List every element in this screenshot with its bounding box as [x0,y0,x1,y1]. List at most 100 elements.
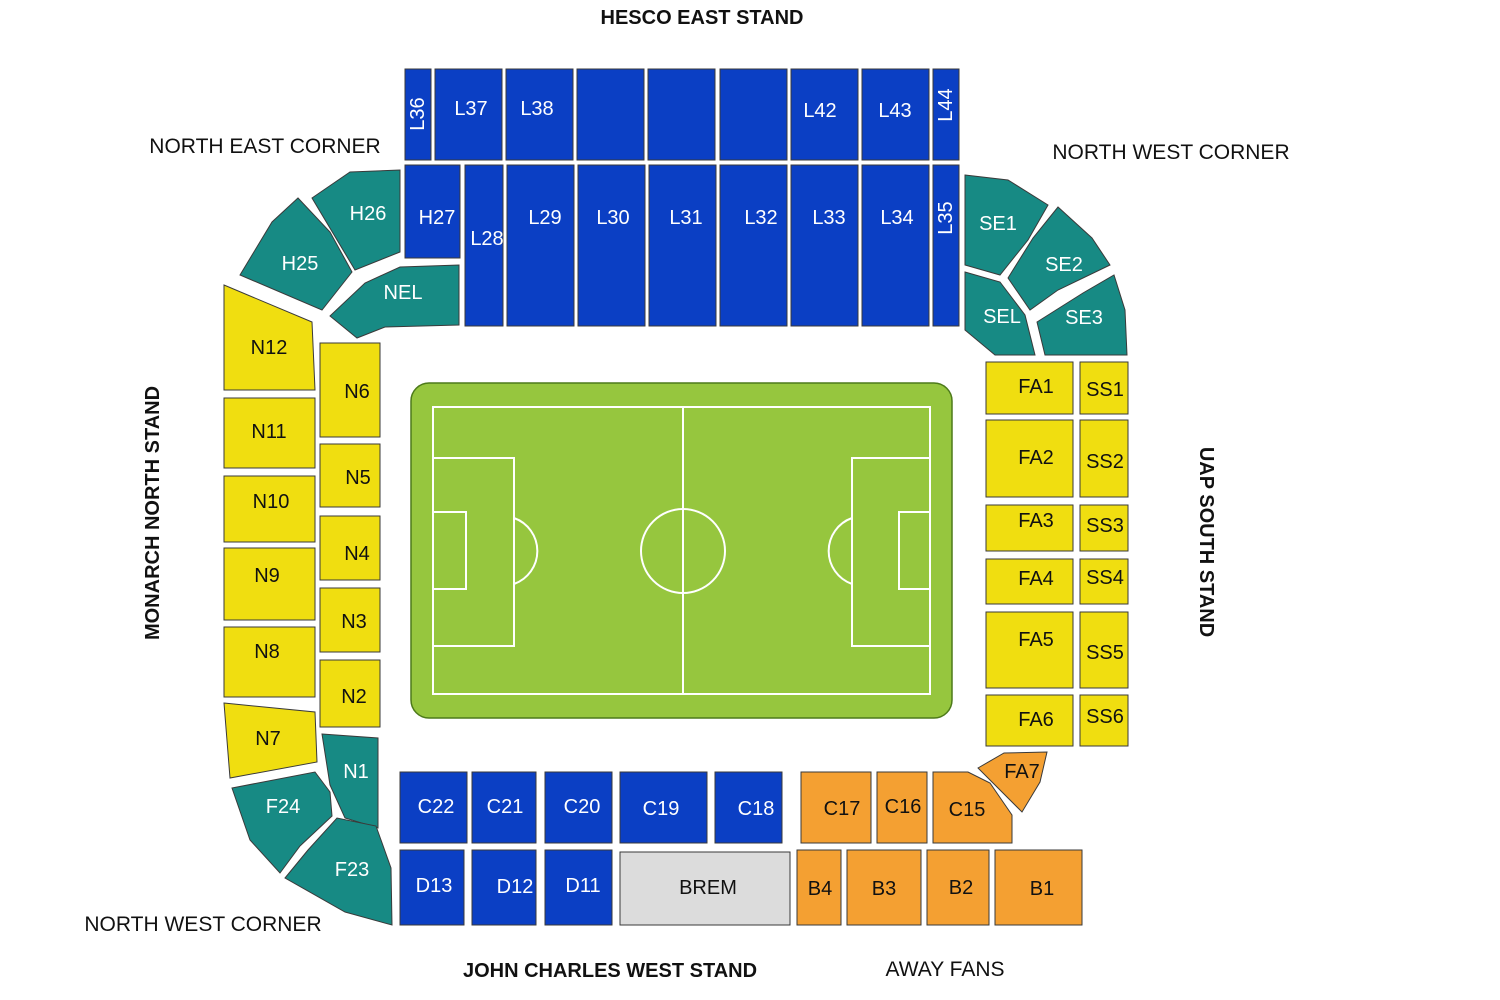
section-c17[interactable]: C17 [800,771,872,844]
section-label: L43 [878,100,911,122]
section-l42[interactable]: L42 [790,68,859,161]
section-fa1[interactable]: FA1 [985,361,1074,415]
section-nel[interactable]: NEL [329,264,460,339]
section-sel[interactable]: SEL [964,271,1036,356]
section-l44[interactable]: L44 [932,68,960,161]
section-f23[interactable]: F23 [284,817,393,926]
section-n6[interactable]: N6 [319,342,381,438]
section-shape [399,771,468,844]
north-west-corner-bottom-label: NORTH WEST CORNER [84,913,321,936]
section-label: B2 [949,877,973,899]
section-n4[interactable]: N4 [319,515,381,581]
section-label: L30 [596,207,629,229]
section-ss1[interactable]: SS1 [1079,361,1129,415]
section-b3[interactable]: B3 [846,849,922,926]
section-l29[interactable]: L29 [506,164,575,327]
section-c18[interactable]: C18 [714,771,783,844]
section-h27[interactable]: H27 [404,164,461,259]
section-l35[interactable]: L35 [932,164,960,327]
section-h25[interactable]: H25 [239,197,353,311]
section-l37[interactable]: L37 [434,68,503,161]
section-ss6[interactable]: SS6 [1079,694,1129,747]
section-fa2[interactable]: FA2 [985,419,1074,498]
section-l28[interactable]: L28 [464,164,504,327]
section-fa7[interactable]: FA7 [977,751,1048,813]
section-label: BREM [679,877,737,899]
section-se1[interactable]: SE1 [964,174,1049,276]
section-l36[interactable]: L36 [404,68,432,161]
section-c21[interactable]: C21 [471,771,537,844]
section-c15[interactable]: C15 [932,771,1013,844]
section-l33[interactable]: L33 [790,164,859,327]
section-n9[interactable]: N9 [223,547,316,621]
section-d12[interactable]: D12 [471,849,537,926]
section-shape [985,419,1074,498]
section-n2[interactable]: N2 [319,659,381,728]
section-l31[interactable]: L31 [648,164,717,327]
section-shape [790,164,859,327]
section-n8[interactable]: N8 [223,626,316,698]
section-shape [994,849,1083,926]
section-label: L37 [454,98,487,120]
section-se2[interactable]: SE2 [1007,206,1111,311]
section-shape [790,68,859,161]
section-ss3[interactable]: SS3 [1079,504,1129,552]
section-n10[interactable]: N10 [223,475,316,543]
section-shape [399,849,465,926]
section-label: FA6 [1018,709,1054,731]
section-n5[interactable]: N5 [319,443,381,508]
section-d11[interactable]: D11 [544,849,613,926]
section-label: FA7 [1004,761,1040,783]
section-shape [404,68,432,161]
section-brem[interactable]: BREM [619,851,791,926]
section-unlabeled-5[interactable] [719,68,788,161]
section-shape [319,587,381,653]
section-unlabeled-3[interactable] [576,68,645,161]
section-l34[interactable]: L34 [861,164,930,327]
section-n11[interactable]: N11 [223,397,316,469]
section-ss4[interactable]: SS4 [1079,558,1129,605]
section-label: N4 [344,543,370,565]
section-b1[interactable]: B1 [994,849,1083,926]
section-fa6[interactable]: FA6 [985,694,1074,747]
section-fa4[interactable]: FA4 [985,558,1074,605]
section-h26[interactable]: H26 [311,169,401,271]
section-l32[interactable]: L32 [719,164,788,327]
section-f24[interactable]: F24 [231,771,333,874]
section-c22[interactable]: C22 [399,771,468,844]
section-fa5[interactable]: FA5 [985,611,1074,689]
section-n7[interactable]: N7 [223,702,318,779]
section-d13[interactable]: D13 [399,849,465,926]
section-l30[interactable]: L30 [577,164,646,327]
section-l38[interactable]: L38 [505,68,574,161]
section-label: C18 [738,798,775,820]
section-shape [231,771,333,874]
section-c19[interactable]: C19 [619,771,708,844]
section-c20[interactable]: C20 [544,771,613,844]
section-shape [796,849,842,926]
section-label: NEL [384,282,423,304]
section-label: SE2 [1045,254,1083,276]
section-fa3[interactable]: FA3 [985,504,1074,552]
section-se3[interactable]: SE3 [1036,274,1128,356]
section-b2[interactable]: B2 [926,849,990,926]
section-shape [319,515,381,581]
section-label: L31 [669,207,702,229]
section-label: H26 [350,203,387,225]
section-l43[interactable]: L43 [861,68,930,161]
section-label: C20 [564,796,601,818]
section-n3[interactable]: N3 [319,587,381,653]
section-shape [319,443,381,508]
section-unlabeled-4[interactable] [647,68,716,161]
section-label: C21 [487,796,524,818]
section-n12[interactable]: N12 [223,284,316,391]
section-b4[interactable]: B4 [796,849,842,926]
section-label: D12 [497,876,534,898]
section-c16[interactable]: C16 [876,771,928,844]
section-shape [932,771,1013,844]
section-ss2[interactable]: SS2 [1079,419,1129,498]
section-label: L32 [744,207,777,229]
section-label: FA5 [1018,629,1054,651]
section-ss5[interactable]: SS5 [1079,611,1129,689]
section-shape [577,164,646,327]
